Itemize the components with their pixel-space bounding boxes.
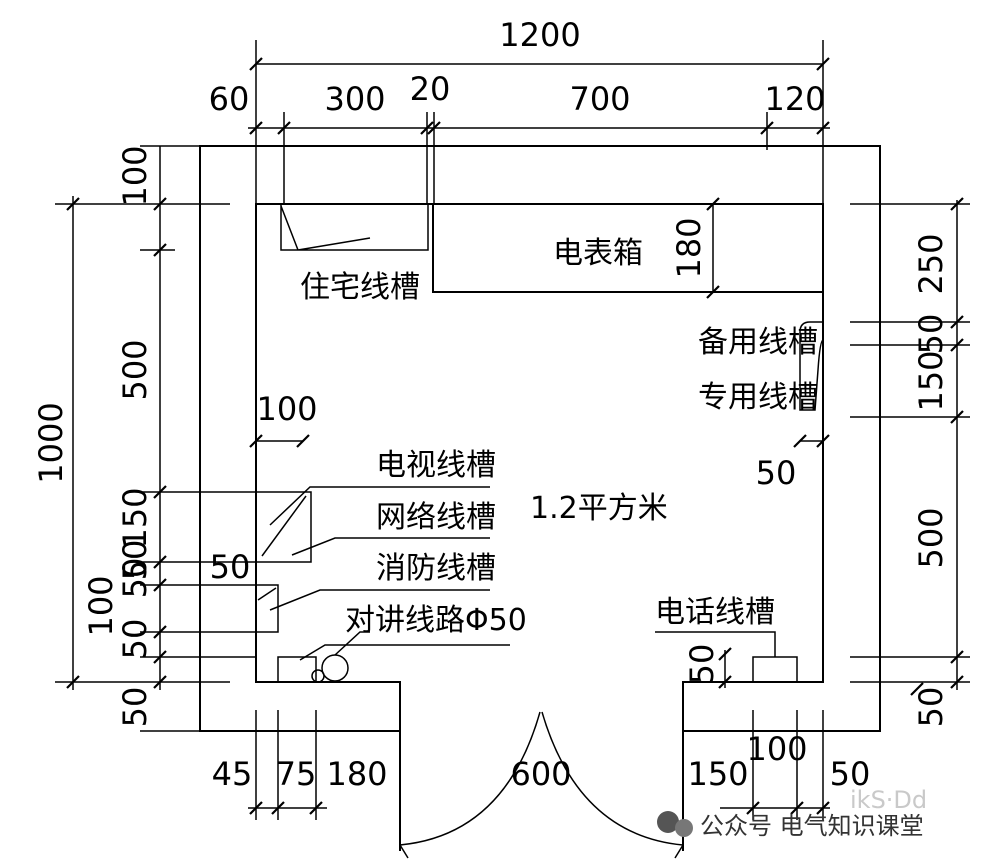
dim-right-150: 150 xyxy=(912,350,950,411)
dim-top-120: 120 xyxy=(764,80,825,118)
door-leaf-right xyxy=(541,711,684,846)
phone-leader xyxy=(655,631,776,657)
dim-top-300: 300 xyxy=(324,80,385,118)
wechat-icon-front xyxy=(675,819,693,837)
dim-bottom-150: 150 xyxy=(687,755,748,793)
spare-trough-shape xyxy=(799,321,824,411)
dim-left-50b: 50 xyxy=(116,558,154,599)
label-intercom-line: 对讲线路Φ50 xyxy=(345,603,527,638)
fire-leader xyxy=(269,589,490,611)
dim-top-20: 20 xyxy=(410,70,451,108)
dim-top-total: 1200 xyxy=(499,16,580,54)
dim-left-50c: 50 xyxy=(116,619,154,660)
dim-bottom-75: 75 xyxy=(276,755,317,793)
label-residential-trough: 住宅线槽 xyxy=(300,270,420,305)
label-meter-box: 电表箱 xyxy=(553,236,643,271)
dim-inner-50-right: 50 xyxy=(756,454,797,492)
dim-left-500: 500 xyxy=(116,339,154,400)
network-leader xyxy=(291,537,490,556)
door-leaf-right-tail xyxy=(674,844,684,859)
label-area: 1.2平方米 xyxy=(530,491,668,526)
watermark-text: 公众号 电气知识课堂 xyxy=(700,812,924,840)
dimension-texts: 1200 60 300 20 700 120 1000 100 500 150 … xyxy=(32,16,950,793)
outer-wall xyxy=(199,145,881,732)
dim-left-50a: 50 xyxy=(116,540,154,581)
label-spare-trough: 备用线槽 xyxy=(698,325,818,360)
dim-right-500: 500 xyxy=(912,507,950,568)
dim-right-250: 250 xyxy=(912,233,950,294)
dim-bottom-100: 100 xyxy=(746,730,807,768)
labels: 住宅线槽 电表箱 备用线槽 专用线槽 电视线槽 网络线槽 消防线槽 对讲线路Φ5… xyxy=(300,236,818,638)
dim-right-50a: 50 xyxy=(912,314,950,355)
label-phone-trough: 电话线槽 xyxy=(655,595,775,630)
dim-meter-180: 180 xyxy=(670,217,708,278)
label-network-trough: 网络线槽 xyxy=(376,500,496,535)
fire-trough-diag xyxy=(257,587,277,601)
wechat-icon-back xyxy=(657,811,679,833)
intercom-leader-b xyxy=(334,631,370,656)
intercom-leader-a xyxy=(299,644,510,661)
tv-network-trough-rect xyxy=(255,491,312,563)
dim-left-100: 100 xyxy=(116,145,154,206)
dim-inner-50-phone: 50 xyxy=(683,644,721,685)
label-dedicated-trough: 专用线槽 xyxy=(698,380,818,415)
label-tv-trough: 电视线槽 xyxy=(376,448,496,483)
watermark: ikS·Dd 公众号 电气知识课堂 xyxy=(657,786,927,840)
residential-trough-shape xyxy=(280,204,429,251)
dim-bottom-180: 180 xyxy=(326,755,387,793)
phone-trough-rect xyxy=(752,656,798,683)
double-door xyxy=(399,711,684,859)
tv-network-trough-diag xyxy=(261,495,307,557)
tv-leader xyxy=(269,486,490,526)
dim-bottom-50: 50 xyxy=(830,755,871,793)
intercom-box xyxy=(277,656,317,683)
fire-trough-rect xyxy=(255,584,279,633)
dim-top-700: 700 xyxy=(569,80,630,118)
door-leaf-left-tail xyxy=(399,844,409,859)
dim-inner-50-left: 50 xyxy=(210,548,251,586)
dim-right-50b: 50 xyxy=(912,687,950,728)
meter-box-rect xyxy=(432,203,824,293)
watermark-faint: ikS·Dd xyxy=(850,786,927,814)
dim-left-100b: 100 xyxy=(82,575,120,636)
dim-bottom-600: 600 xyxy=(510,755,571,793)
dim-inner-100: 100 xyxy=(256,390,317,428)
dim-top-60: 60 xyxy=(209,80,250,118)
intercom-pipe-large xyxy=(321,654,349,682)
door-leaf-left xyxy=(399,711,541,846)
dim-bottom-45: 45 xyxy=(212,755,253,793)
label-fire-trough: 消防线槽 xyxy=(376,551,496,586)
dim-left-150: 150 xyxy=(116,487,154,548)
dim-left-total: 1000 xyxy=(32,402,70,483)
leader-lines xyxy=(269,486,776,661)
intercom-pipe-small xyxy=(311,669,325,683)
dimension-lines xyxy=(55,40,970,820)
dim-left-50d: 50 xyxy=(116,687,154,728)
